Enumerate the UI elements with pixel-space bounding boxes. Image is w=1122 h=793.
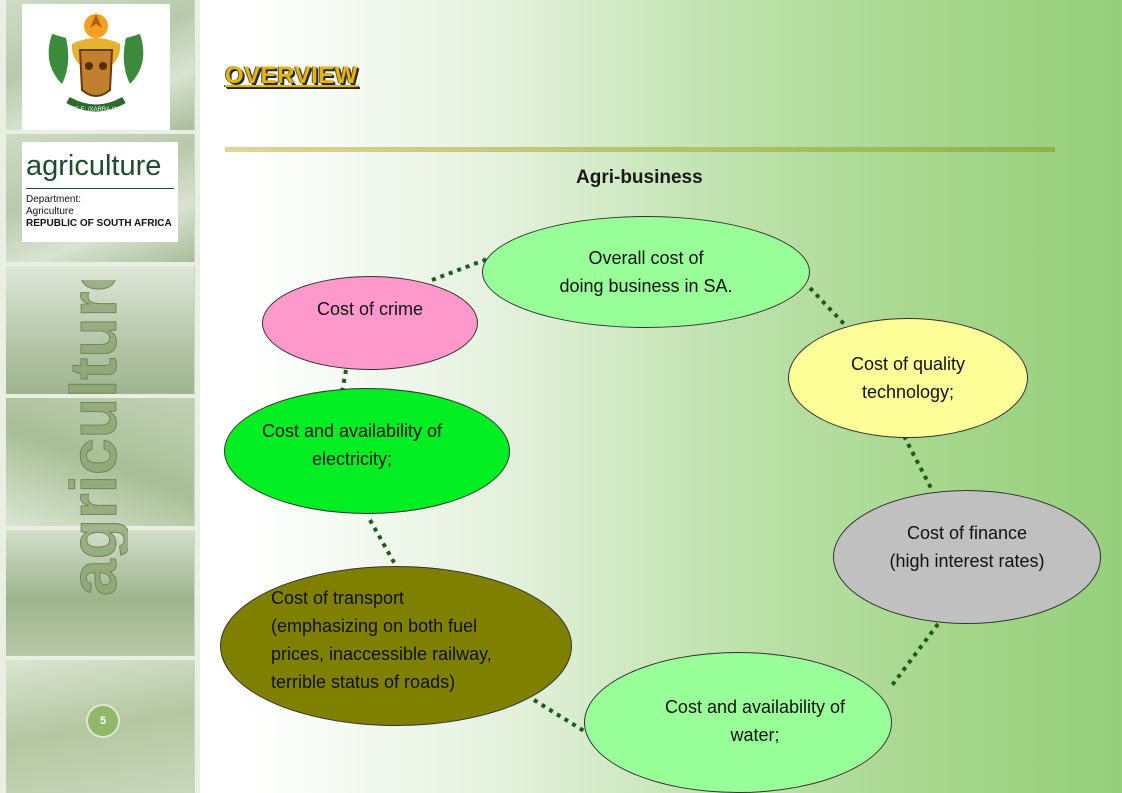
- page-number-badge: 5: [86, 704, 120, 738]
- node-crime-label: Cost of crime: [316, 299, 424, 319]
- node-quality-technology: Cost of quality technology;: [788, 318, 1028, 438]
- connector-electricity-transport: [368, 519, 398, 567]
- department-logo: agriculture Department: Agriculture REPU…: [22, 142, 178, 242]
- node-electricity-line-1: Cost and availability of: [261, 421, 443, 441]
- node-overall-line-1: Overall cost of: [588, 248, 704, 268]
- node-overall-cost: Overall cost of doing business in SA.: [482, 216, 810, 328]
- logo-line-country: REPUBLIC OF SOUTH AFRICA: [26, 218, 172, 229]
- page-title: OVERVIEW: [225, 62, 358, 89]
- node-water: Cost and availability of water;: [584, 652, 892, 793]
- diagram-title: Agri-business: [576, 167, 703, 188]
- node-cost-of-transport: Cost of transport (emphasizing on both f…: [220, 566, 572, 726]
- node-water-line-1: Cost and availability of: [664, 697, 846, 717]
- connector-quality-finance: [902, 435, 934, 491]
- node-transport-line-3: prices, inaccessible railway,: [271, 644, 492, 664]
- silo-photo-panel: [6, 266, 195, 394]
- logo-line-department: Department:: [26, 194, 82, 205]
- crop-photo-panel: [6, 398, 195, 526]
- connector-overall-quality: [808, 286, 848, 328]
- node-cost-of-crime: Cost of crime: [262, 276, 478, 370]
- logo-divider: [26, 188, 174, 189]
- vertical-agriculture-watermark: agriculture: [68, 280, 128, 597]
- node-electricity-line-2: electricity;: [311, 449, 392, 469]
- node-transport-line-1: Cost of transport: [271, 588, 405, 608]
- coat-of-arms-icon: !KE E: /XARRA //KE: [48, 14, 144, 113]
- node-overall-line-2: doing business in SA.: [559, 276, 733, 296]
- crest-motto: !KE E: /XARRA //KE: [69, 107, 123, 113]
- node-electricity: Cost and availability of electricity;: [224, 388, 510, 514]
- node-quality-line-2: technology;: [861, 382, 955, 402]
- node-finance-line-1: Cost of finance: [906, 523, 1028, 543]
- node-transport-line-2: (emphasizing on both fuel: [271, 616, 478, 636]
- node-cost-of-finance: Cost of finance (high interest rates): [833, 490, 1101, 624]
- node-transport-line-4: terrible status of roads): [271, 672, 456, 692]
- vertical-word: agriculture: [68, 280, 128, 596]
- left-image-strip: !KE E: /XARRA //KE agriculture Departmen…: [0, 0, 200, 793]
- connector-finance-water: [888, 622, 940, 690]
- title-underline-rule: [225, 147, 1055, 152]
- coat-of-arms: !KE E: /XARRA //KE: [22, 4, 170, 130]
- node-water-line-2: water;: [730, 725, 780, 745]
- logo-line-agriculture: Agriculture: [26, 206, 74, 217]
- node-finance-line-2: (high interest rates): [889, 551, 1045, 571]
- livestock-photo-panel: [6, 530, 195, 656]
- node-quality-line-1: Cost of quality: [850, 354, 966, 374]
- logo-wordmark: agriculture: [26, 150, 162, 182]
